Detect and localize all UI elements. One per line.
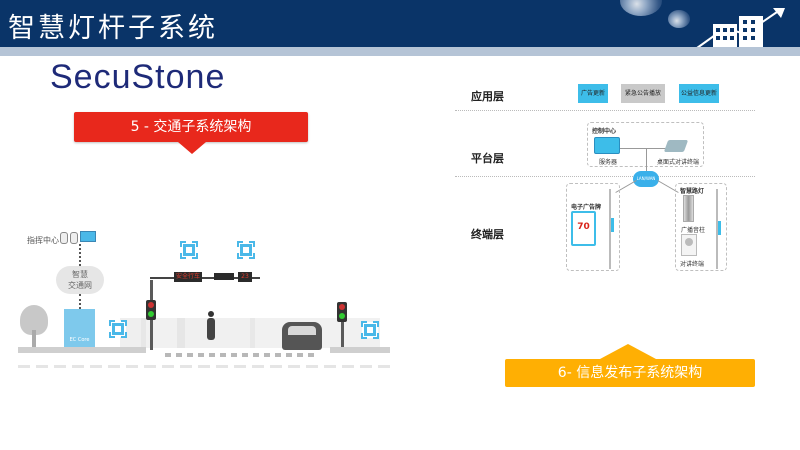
company-logo: SecuStone [50, 58, 226, 96]
page-title: 智慧灯杆子系统 [8, 13, 218, 44]
chip-icon [180, 241, 198, 259]
billboard-terminal-group [566, 183, 620, 271]
traffic-light-pole [341, 305, 344, 350]
layer-divider [455, 110, 755, 111]
layer-label-platform: 平台层 [471, 152, 504, 165]
crosswalk [165, 353, 315, 357]
ec-core-cabinet: EC Core [64, 309, 95, 349]
signal-arm [150, 277, 260, 279]
cloud-label-line1: 智慧 [72, 270, 88, 279]
traffic-light-icon [337, 302, 347, 322]
emergency-broadcast-button[interactable]: 紧急公告播放 [621, 84, 665, 103]
billboard-label: 电子广告牌 [571, 204, 602, 211]
smart-traffic-cloud-icon: 智慧 交通网 [56, 266, 104, 294]
speaker-column-icon [683, 195, 694, 222]
led-sign: 安全行车 [174, 272, 202, 282]
layer-label-app: 应用层 [471, 90, 504, 103]
building-growth-icon [696, 8, 785, 50]
billboard-number: 70 [577, 222, 590, 232]
monitor-icon [80, 231, 96, 242]
pedestrian-icon [207, 311, 215, 340]
bubble-decoration-icon [620, 0, 662, 16]
countdown-display: 23 [238, 272, 252, 282]
layer-divider [455, 176, 755, 177]
lan-wan-cloud-icon: LAN/WAN [633, 171, 659, 187]
pole-screen [718, 221, 721, 235]
header-bar: 智慧灯杆子系统 [0, 0, 800, 50]
signal-lights-bar [214, 273, 234, 280]
traffic-light-icon [146, 300, 156, 320]
traffic-subsystem-banner: 5 - 交通子系统架构 [74, 112, 308, 154]
smart-pole-icon [609, 189, 611, 269]
road-lane-marking [18, 365, 390, 368]
speaker-label: 广播音柱 [681, 227, 706, 234]
ad-update-button[interactable]: 广告更新 [578, 84, 608, 103]
bubble-decoration-icon [668, 10, 690, 28]
layer-label-terminal: 终端层 [471, 228, 504, 241]
chip-icon [361, 321, 379, 339]
server-label: 服务器 [599, 159, 618, 166]
server-icon [70, 232, 78, 244]
connector-line [79, 294, 81, 309]
cabinet-label: EC Core [69, 337, 90, 343]
car-icon [282, 322, 322, 350]
city-skyline [120, 318, 380, 348]
billboard-screen: 70 [571, 211, 596, 246]
smart-streetlight-label: 智慧路灯 [680, 188, 705, 195]
smart-pole-icon [716, 189, 718, 269]
connector-line [79, 244, 81, 266]
tree-trunk [32, 330, 36, 348]
intercom-terminal-icon [681, 234, 697, 256]
chip-icon [109, 320, 127, 338]
chip-icon [237, 241, 255, 259]
intercom-label: 对讲终端 [680, 261, 705, 268]
connector-line [620, 148, 668, 149]
command-center-label: 指挥中心 [27, 236, 59, 245]
header-strip [0, 47, 800, 56]
public-info-update-button[interactable]: 公益信息更新 [679, 84, 719, 103]
control-center-label: 控制中心 [592, 128, 617, 135]
connector-line [646, 148, 647, 172]
control-center-group [587, 122, 704, 167]
smart-streetlight-group [675, 183, 727, 271]
pole-screen [611, 218, 614, 232]
desktop-intercom-label: 桌面式对讲终端 [657, 159, 700, 166]
server-monitor-icon [594, 137, 620, 154]
cloud-label-line2: 交通网 [68, 281, 92, 290]
sidewalk [18, 347, 146, 353]
server-icon [60, 232, 68, 244]
sidewalk [330, 347, 390, 353]
info-publish-subsystem-banner: 6- 信息发布子系统架构 [505, 344, 755, 387]
